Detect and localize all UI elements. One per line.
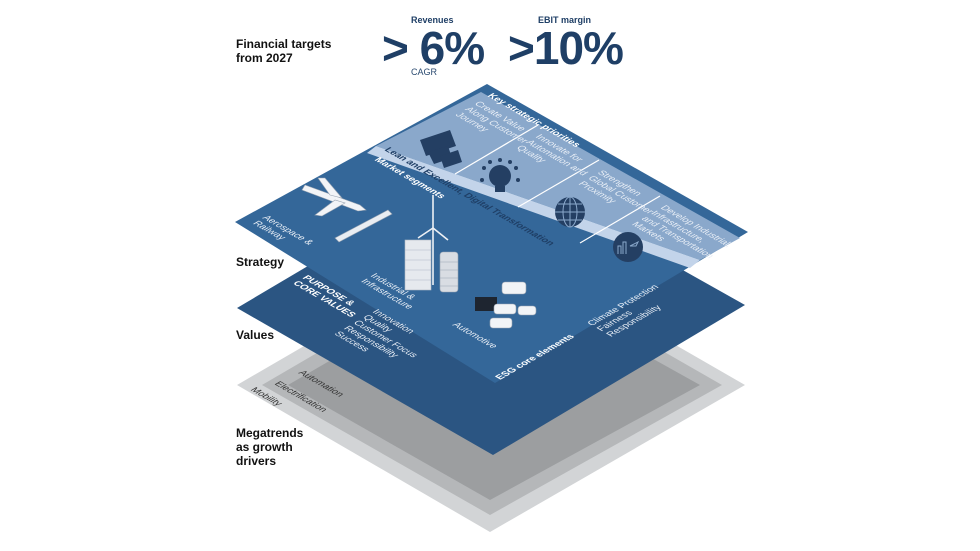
wind-turbine-icon	[417, 195, 449, 285]
financial-targets-label: Financial targets from 2027	[236, 37, 331, 65]
megatrends-label: Megatrends as growth drivers	[236, 426, 303, 468]
vehicles-icon	[475, 281, 537, 329]
globe-icon	[555, 196, 585, 228]
values-label: Values	[236, 328, 275, 342]
strategy-label: Strategy	[236, 255, 285, 269]
chevrons-icon	[420, 130, 462, 168]
ebit-value: >10%	[508, 22, 624, 74]
revenues-title: Revenues	[411, 15, 454, 25]
priorities-panel	[376, 92, 740, 260]
cell-divider	[579, 195, 661, 244]
strategy-layer	[235, 84, 748, 383]
financial-label-line: Financial targets	[236, 37, 332, 51]
train-icon	[334, 209, 393, 243]
cell-divider	[517, 159, 600, 208]
megatrends-label-line: as growth	[236, 440, 293, 454]
megatrends-label-line: Megatrends	[236, 426, 304, 440]
airplane-icon	[301, 177, 367, 217]
lightbulb-icon	[480, 158, 520, 192]
revenues-sub: CAGR	[411, 67, 438, 77]
financial-label-line: from 2027	[236, 51, 293, 65]
ebit-title: EBIT margin	[538, 15, 592, 25]
buildings-icon	[404, 239, 459, 293]
megatrends-label-line: drivers	[236, 454, 277, 468]
revenues-value: > 6%	[382, 22, 485, 74]
city-globe-icon	[613, 232, 643, 262]
cell-divider	[454, 124, 539, 175]
